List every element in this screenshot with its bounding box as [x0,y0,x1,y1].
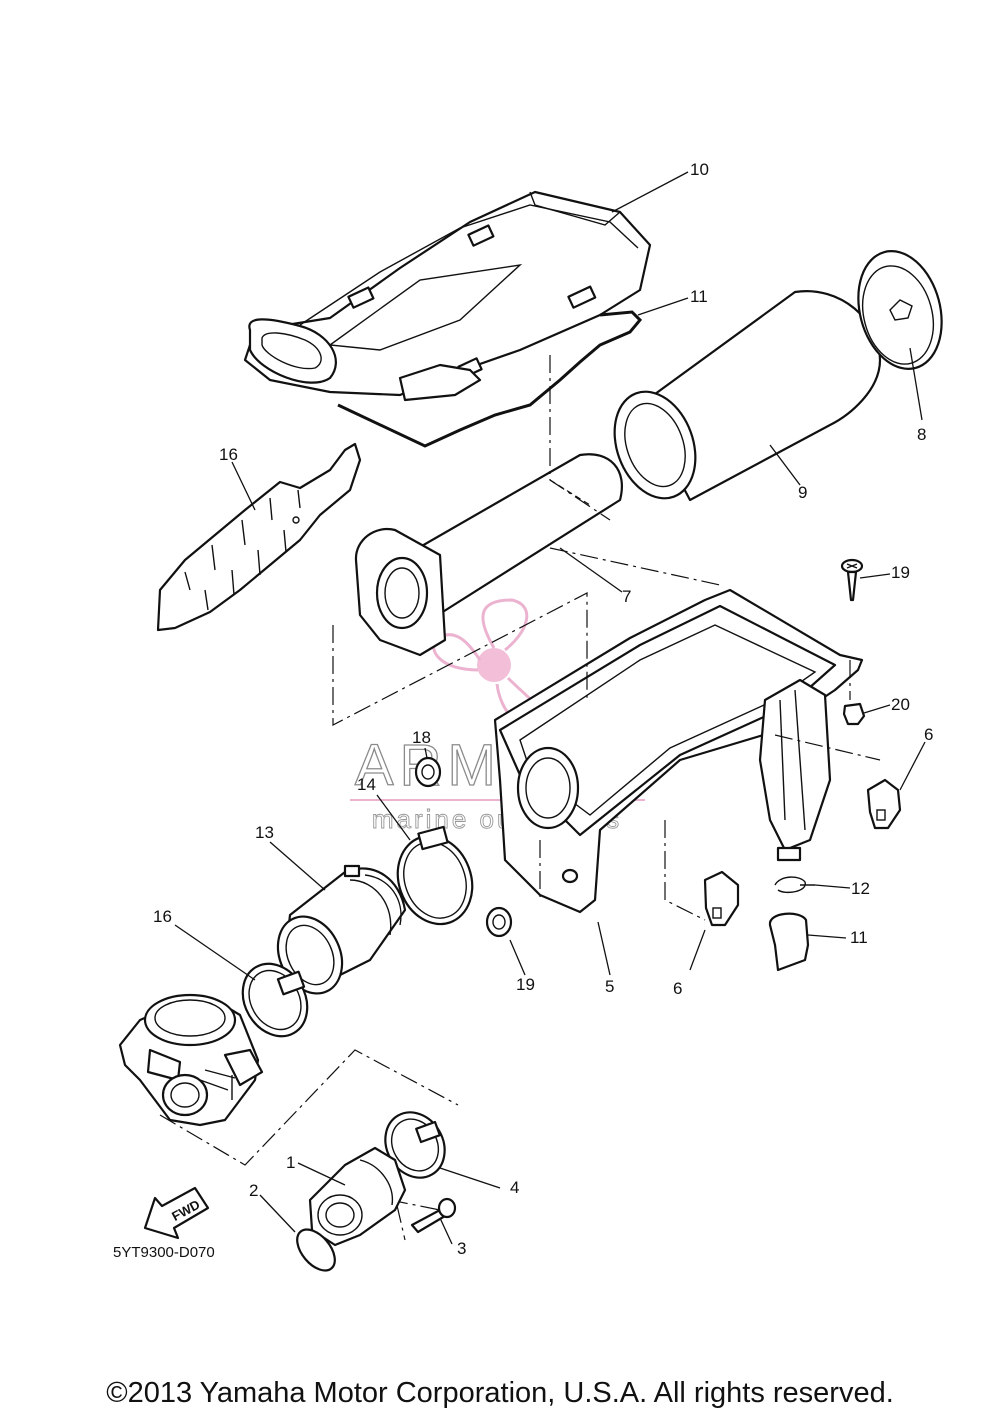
o-ring-part [296,1228,336,1272]
callout-1: 1 [286,1153,295,1172]
callout-6-upper: 6 [924,725,933,744]
diagram-code: 5YT9300-D070 [113,1244,215,1261]
hose-clamp-15-part [396,825,474,926]
end-cap-part [857,250,943,370]
callout-14: 13 [255,823,274,842]
copyright-notice: ©2013 Yamaha Motor Corporation, U.S.A. A… [106,1377,894,1409]
callout-20: 20 [891,695,910,714]
hose-clamp-17-part [241,962,309,1038]
grommet-20-part [842,702,866,726]
callout-2: 2 [249,1181,258,1200]
callout-18: 19 [891,563,910,582]
hidden-edge-line [549,479,591,506]
clip-lower-part [703,870,740,927]
bolt-part [410,1197,457,1234]
callout-8: 8 [917,425,926,444]
callout-4: 4 [510,1178,519,1197]
callout-5: 5 [605,977,614,996]
fwd-arrow-icon: FWD [143,1186,210,1240]
callout-19-upper: 18 [412,728,431,747]
callout-15: 14 [357,775,376,794]
callout-16: 16 [219,445,238,464]
callout-12: 11 [850,928,868,947]
callout-7: 7 [622,587,631,606]
callout-13: 12 [851,879,870,898]
callout-19-lower: 19 [516,975,535,994]
carburetor-part [118,993,264,1127]
callout-17: 16 [153,907,172,926]
filter-cylinder-part [613,290,882,502]
clip-upper-part [866,778,902,830]
air-box-case-part [493,588,864,914]
drain-hose-part [768,912,810,972]
callout-11: 11 [690,287,708,306]
intake-manifold-part [308,1146,407,1247]
air-cleaner-element-part [354,453,623,657]
cover-gasket-part [337,310,643,448]
leader-lines [174,171,926,1245]
grommet-19-lower-part [485,906,513,938]
callout-3: 3 [457,1239,466,1258]
air-box-cover-part [243,190,652,402]
hose-clip-part [774,876,815,894]
screw-part [840,558,864,602]
heat-shield-part [156,442,362,632]
callout-10: 10 [690,160,709,179]
grommet-19-upper-part [414,756,442,788]
callout-6-lower: 6 [673,979,682,998]
callout-9: 9 [798,483,807,502]
hose-clamp-4-part [384,1111,446,1179]
